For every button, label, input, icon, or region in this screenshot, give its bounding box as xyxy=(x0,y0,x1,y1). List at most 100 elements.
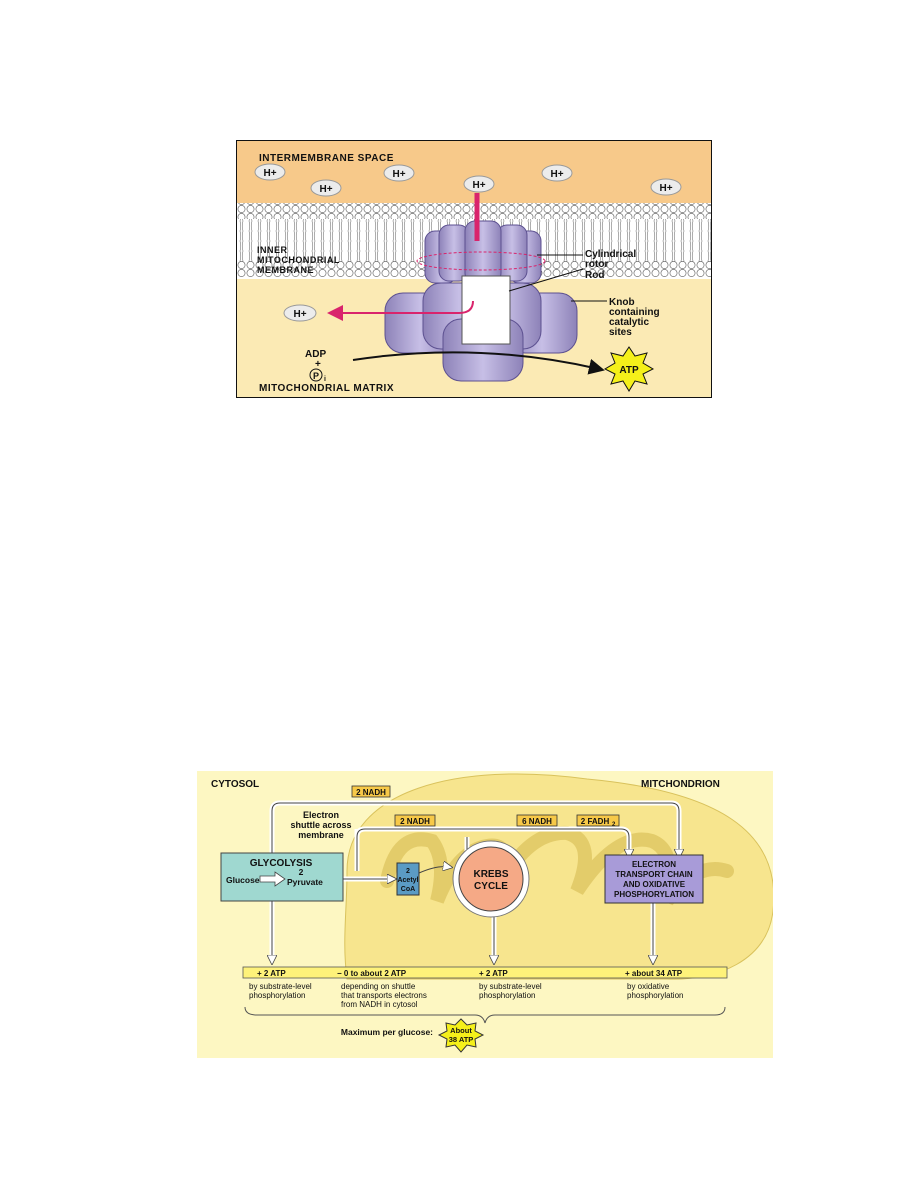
svg-text:2 FADH: 2 FADH xyxy=(581,817,610,826)
svg-text:H+: H+ xyxy=(472,180,485,191)
atp-yield-diagram: CYTOSOL MITCHONDRION 2 NADH Electron shu… xyxy=(197,771,773,1058)
hplus-ion: H+ xyxy=(463,175,495,193)
svg-text:depending on shuttle: depending on shuttle xyxy=(341,982,416,991)
svg-text:i: i xyxy=(324,376,326,383)
svg-text:H+: H+ xyxy=(293,309,306,320)
desc-oxidative: by oxidative phosphorylation xyxy=(627,982,683,1000)
etc-box: ELECTRON TRANSPORT CHAIN AND OXIDATIVE P… xyxy=(604,854,704,904)
svg-text:rotor: rotor xyxy=(585,259,608,270)
svg-text:ELECTRON: ELECTRON xyxy=(632,860,676,869)
plus-label: + xyxy=(315,359,321,370)
svg-text:MITOCHONDRIAL: MITOCHONDRIAL xyxy=(257,255,340,265)
mitochondrion-label: MITCHONDRION xyxy=(641,779,720,790)
svg-text:sites: sites xyxy=(609,327,632,338)
svg-text:shuttle across: shuttle across xyxy=(290,820,351,830)
hplus-ions-top: H+ H+ H+ H+ H+ H+ xyxy=(254,163,682,197)
total-bracket xyxy=(244,1006,726,1024)
svg-text:Acetyl: Acetyl xyxy=(397,877,418,884)
glycolysis-box: GLYCOLYSIS Glucose 2 Pyruvate xyxy=(220,852,344,902)
fadh-tag: 2 FADH 2 xyxy=(576,814,620,828)
svg-text:CYCLE: CYCLE xyxy=(474,881,508,892)
maximum-label: Maximum per glucose: xyxy=(341,1027,433,1037)
matrix-label: MITOCHONDRIAL MATRIX xyxy=(259,383,394,394)
svg-text:membrane: membrane xyxy=(298,830,344,840)
svg-text:KREBS: KREBS xyxy=(473,869,508,880)
svg-text:H+: H+ xyxy=(319,184,332,195)
svg-text:Electron: Electron xyxy=(303,810,339,820)
atp-yield-bar xyxy=(242,966,728,979)
desc-substrate-level-2: by substrate-level phosphorylation xyxy=(479,982,542,1000)
svg-text:Knob: Knob xyxy=(609,297,635,308)
svg-text:P: P xyxy=(313,371,319,381)
nadh-top-tag: 2 NADH xyxy=(351,785,391,798)
atp-yield-shuttle: − 0 to about 2 ATP xyxy=(337,969,407,978)
intermembrane-space-region xyxy=(237,141,711,203)
svg-text:2 NADH: 2 NADH xyxy=(356,788,386,797)
svg-text:CoA: CoA xyxy=(401,886,415,893)
svg-text:PHOSPHORYLATION: PHOSPHORYLATION xyxy=(614,890,694,899)
desc-shuttle: depending on shuttle that transports ele… xyxy=(341,982,427,1009)
atp-burst: ATP xyxy=(603,346,655,392)
svg-text:H+: H+ xyxy=(263,168,276,179)
hplus-ion: H+ xyxy=(541,164,573,182)
cylindrical-rotor-label: Cylindrical rotor xyxy=(585,249,636,270)
atp-yield-oxidative: + about 34 ATP xyxy=(625,969,683,978)
rod-leader xyxy=(508,268,584,292)
svg-text:phosphorylation: phosphorylation xyxy=(479,991,535,1000)
svg-text:2: 2 xyxy=(299,867,304,877)
svg-text:GLYCOLYSIS: GLYCOLYSIS xyxy=(250,858,313,869)
atp-yield-figure: CYTOSOL MITCHONDRION 2 NADH Electron shu… xyxy=(197,771,773,1058)
svg-text:38 ATP: 38 ATP xyxy=(449,1035,474,1044)
adp-label: ADP xyxy=(305,349,326,360)
atp-yield-glycolysis: + 2 ATP xyxy=(257,969,286,978)
cylindrical-rotor xyxy=(416,220,546,284)
svg-text:containing: containing xyxy=(609,307,660,318)
svg-text:Glucose: Glucose xyxy=(226,875,260,885)
svg-text:INNER: INNER xyxy=(257,245,288,255)
about-38-atp-burst: About 38 ATP xyxy=(437,1018,485,1053)
svg-text:About: About xyxy=(450,1026,472,1035)
hplus-ion: H+ xyxy=(383,164,415,182)
acetyl-coa-box: 2 Acetyl CoA xyxy=(396,862,420,896)
svg-text:2: 2 xyxy=(406,868,410,875)
rod-label: Rod xyxy=(585,270,604,281)
nadh-mid-tag: 2 NADH xyxy=(394,814,436,827)
svg-text:ATP: ATP xyxy=(619,365,639,376)
svg-text:AND OXIDATIVE: AND OXIDATIVE xyxy=(623,880,686,889)
shuttle-label: Electron shuttle across membrane xyxy=(290,810,351,840)
svg-text:Pyruvate: Pyruvate xyxy=(287,877,323,887)
svg-text:phosphorylation: phosphorylation xyxy=(249,991,305,1000)
svg-text:H+: H+ xyxy=(550,169,563,180)
nadh-six-tag: 6 NADH xyxy=(516,814,558,827)
svg-text:TRANSPORT CHAIN: TRANSPORT CHAIN xyxy=(615,870,693,879)
svg-text:2: 2 xyxy=(612,822,616,828)
atp-synthesis-arrow xyxy=(352,351,605,375)
hplus-ion: H+ xyxy=(254,163,286,181)
intermembrane-space-label: INTERMEMBRANE SPACE xyxy=(259,153,394,164)
inner-membrane-label: INNER MITOCHONDRIAL MEMBRANE xyxy=(257,245,340,275)
svg-text:from NADH in cytosol: from NADH in cytosol xyxy=(341,1000,418,1009)
knob-label: Knob containing catalytic sites xyxy=(609,297,660,338)
hplus-ion: H+ xyxy=(310,179,342,197)
svg-text:Cylindrical: Cylindrical xyxy=(585,249,636,260)
hplus-ion-matrix: H+ xyxy=(283,304,317,322)
svg-text:H+: H+ xyxy=(659,183,672,194)
svg-text:by substrate-level: by substrate-level xyxy=(479,982,542,991)
svg-text:MEMBRANE: MEMBRANE xyxy=(257,265,314,275)
svg-text:2 NADH: 2 NADH xyxy=(400,817,430,826)
flow-arrows xyxy=(272,800,679,961)
cytosol-label: CYTOSOL xyxy=(211,779,259,790)
svg-text:by oxidative: by oxidative xyxy=(627,982,670,991)
krebs-cycle: KREBS CYCLE xyxy=(452,840,530,918)
svg-text:H+: H+ xyxy=(392,169,405,180)
svg-text:phosphorylation: phosphorylation xyxy=(627,991,683,1000)
atp-synthase-figure: H+ H+ H+ H+ H+ H+ H+ ADP + P i xyxy=(236,140,712,398)
proton-exit-arrow xyxy=(327,300,474,321)
hplus-ion: H+ xyxy=(650,178,682,196)
svg-text:by substrate-level: by substrate-level xyxy=(249,982,312,991)
atp-yield-krebs: + 2 ATP xyxy=(479,969,508,978)
membrane-heads-top xyxy=(237,203,711,219)
pi-label: P i xyxy=(309,368,326,383)
svg-text:catalytic: catalytic xyxy=(609,317,649,328)
svg-text:that transports electrons: that transports electrons xyxy=(341,991,427,1000)
